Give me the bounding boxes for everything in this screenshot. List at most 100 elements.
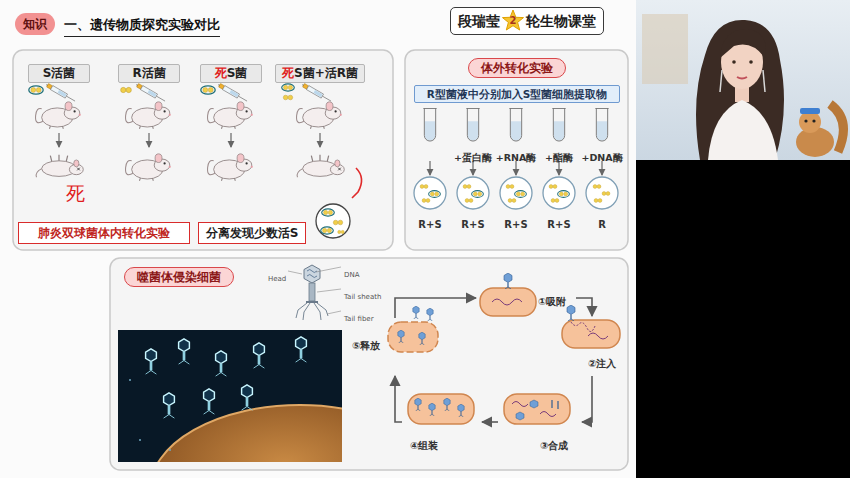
mouse-experiment	[135, 82, 166, 103]
infection-cycle	[427, 308, 433, 321]
box-text: 肺炎双球菌体内转化实验	[38, 226, 170, 240]
label-holder: Tail sheath	[344, 284, 381, 303]
mouse-experiment	[283, 95, 292, 100]
box-text: S活菌	[43, 66, 76, 80]
mouse-experiment	[297, 155, 344, 178]
step-label: ④组装	[410, 440, 438, 452]
mouse-experiment	[321, 227, 334, 234]
label-holder: R+S	[547, 213, 570, 232]
in-vitro-experiment	[414, 177, 446, 209]
mouse-experiment	[217, 82, 248, 103]
part-label: Head	[268, 275, 286, 283]
mouse-experiment	[322, 209, 335, 216]
star-badge: 2	[501, 9, 525, 33]
infection-cycle	[571, 322, 595, 332]
box-text: 死S菌+活R菌	[282, 66, 358, 80]
camera-area	[804, 119, 807, 122]
in-vitro-experiment	[472, 191, 484, 198]
cycle-step: ①吸附	[478, 276, 574, 320]
step-label-holder: ①吸附	[538, 290, 566, 309]
micrograph	[139, 439, 141, 441]
slide-title: 一、遗传物质探究实验对比	[64, 17, 220, 37]
camera-area	[800, 108, 820, 114]
mouse-experiment	[126, 102, 171, 129]
in-vitro-experiment	[601, 161, 602, 175]
in-vitro-experiment	[472, 161, 473, 175]
part-label: DNA	[344, 271, 359, 279]
step-label-holder: ⑤释放	[352, 334, 380, 353]
mouse-experiment	[319, 133, 320, 147]
cycle-step: ③合成	[500, 392, 580, 452]
mouse-experiment	[201, 86, 215, 94]
enzyme-label: +酯酶	[545, 152, 573, 163]
heading-holder: 噬菌体侵染细菌	[124, 266, 234, 287]
mouse-experiment	[297, 102, 342, 129]
heading-holder: 体外转化实验	[468, 57, 566, 78]
in-vitro-experiment	[594, 199, 602, 203]
camera-area	[636, 0, 850, 478]
column-header: 死S菌	[200, 64, 262, 83]
camera-area	[799, 111, 821, 133]
infection-cycle	[551, 400, 552, 408]
mouse-experiment	[352, 168, 362, 198]
box-text: 死S菌	[215, 66, 248, 80]
infection-cycle	[588, 333, 608, 339]
mouse-experiment	[29, 86, 43, 94]
label-holder: +DNA酶	[581, 146, 622, 165]
step-label: ①吸附	[538, 296, 566, 308]
label-holder: Head	[268, 266, 286, 285]
mouse-experiment	[148, 133, 149, 147]
phage-structure	[296, 303, 328, 320]
method-box: R型菌液中分别加入S型菌细胞提取物	[414, 85, 620, 103]
in-vitro-experiment	[508, 199, 516, 203]
mouse-experiment	[208, 102, 253, 129]
panel-heading: 噬菌体侵染细菌	[124, 267, 234, 287]
brand-logo: 段瑞莹2轮生物课堂	[450, 7, 604, 35]
cycle-arrow	[482, 421, 498, 423]
enzyme-label: +DNA酶	[581, 152, 622, 163]
in-vitro-experiment	[509, 108, 522, 141]
step-label-holder: ③合成	[540, 434, 568, 453]
column-header: S活菌	[28, 64, 90, 83]
in-vitro-experiment	[506, 185, 514, 189]
in-vitro-experiment	[515, 191, 527, 198]
in-vitro-experiment	[551, 199, 559, 203]
infection-cycle	[562, 320, 620, 348]
camera-area	[720, 29, 766, 58]
mouse-experiment	[36, 155, 83, 178]
in-vitro-experiment	[429, 161, 430, 175]
phage-structure	[306, 301, 318, 303]
experiment-panel: 噬菌体侵染细菌 ①吸附 ②注入 ③合成 ④组装 ⑤释放	[110, 258, 628, 470]
camera-area	[696, 20, 784, 160]
step-label: ②注入	[588, 358, 616, 370]
in-vitro-experiment	[552, 108, 565, 141]
part-label: Tail sheath	[344, 293, 381, 301]
cycle-arrow	[576, 298, 592, 316]
in-vitro-experiment	[422, 199, 430, 203]
camera-area	[737, 77, 747, 79]
in-vitro-experiment	[595, 108, 608, 141]
camera-area	[642, 14, 688, 84]
camera-area	[749, 60, 753, 64]
camera-area	[708, 100, 778, 160]
in-vitro-experiment	[515, 161, 516, 175]
micrograph	[164, 393, 175, 418]
mouse-experiment	[58, 133, 59, 147]
infection-cycle	[458, 404, 464, 417]
handwritten-note: 死	[66, 182, 85, 205]
label-holder: +蛋白酶	[454, 146, 492, 165]
phage-structure	[316, 267, 341, 272]
infection-cycle	[516, 412, 524, 420]
label-holder: R	[598, 213, 606, 232]
in-vitro-experiment	[463, 185, 471, 189]
result-note-box: 分离发现少数活S	[198, 222, 306, 244]
camera-area	[636, 0, 850, 160]
step-label-holder: ②注入	[588, 352, 616, 371]
phage-structure	[317, 289, 341, 292]
result-label: R+S	[418, 219, 441, 231]
result-label: R+S	[504, 219, 527, 231]
in-vitro-experiment	[593, 185, 601, 189]
in-vitro-experiment	[586, 177, 618, 209]
in-vitro-experiment	[558, 161, 559, 175]
